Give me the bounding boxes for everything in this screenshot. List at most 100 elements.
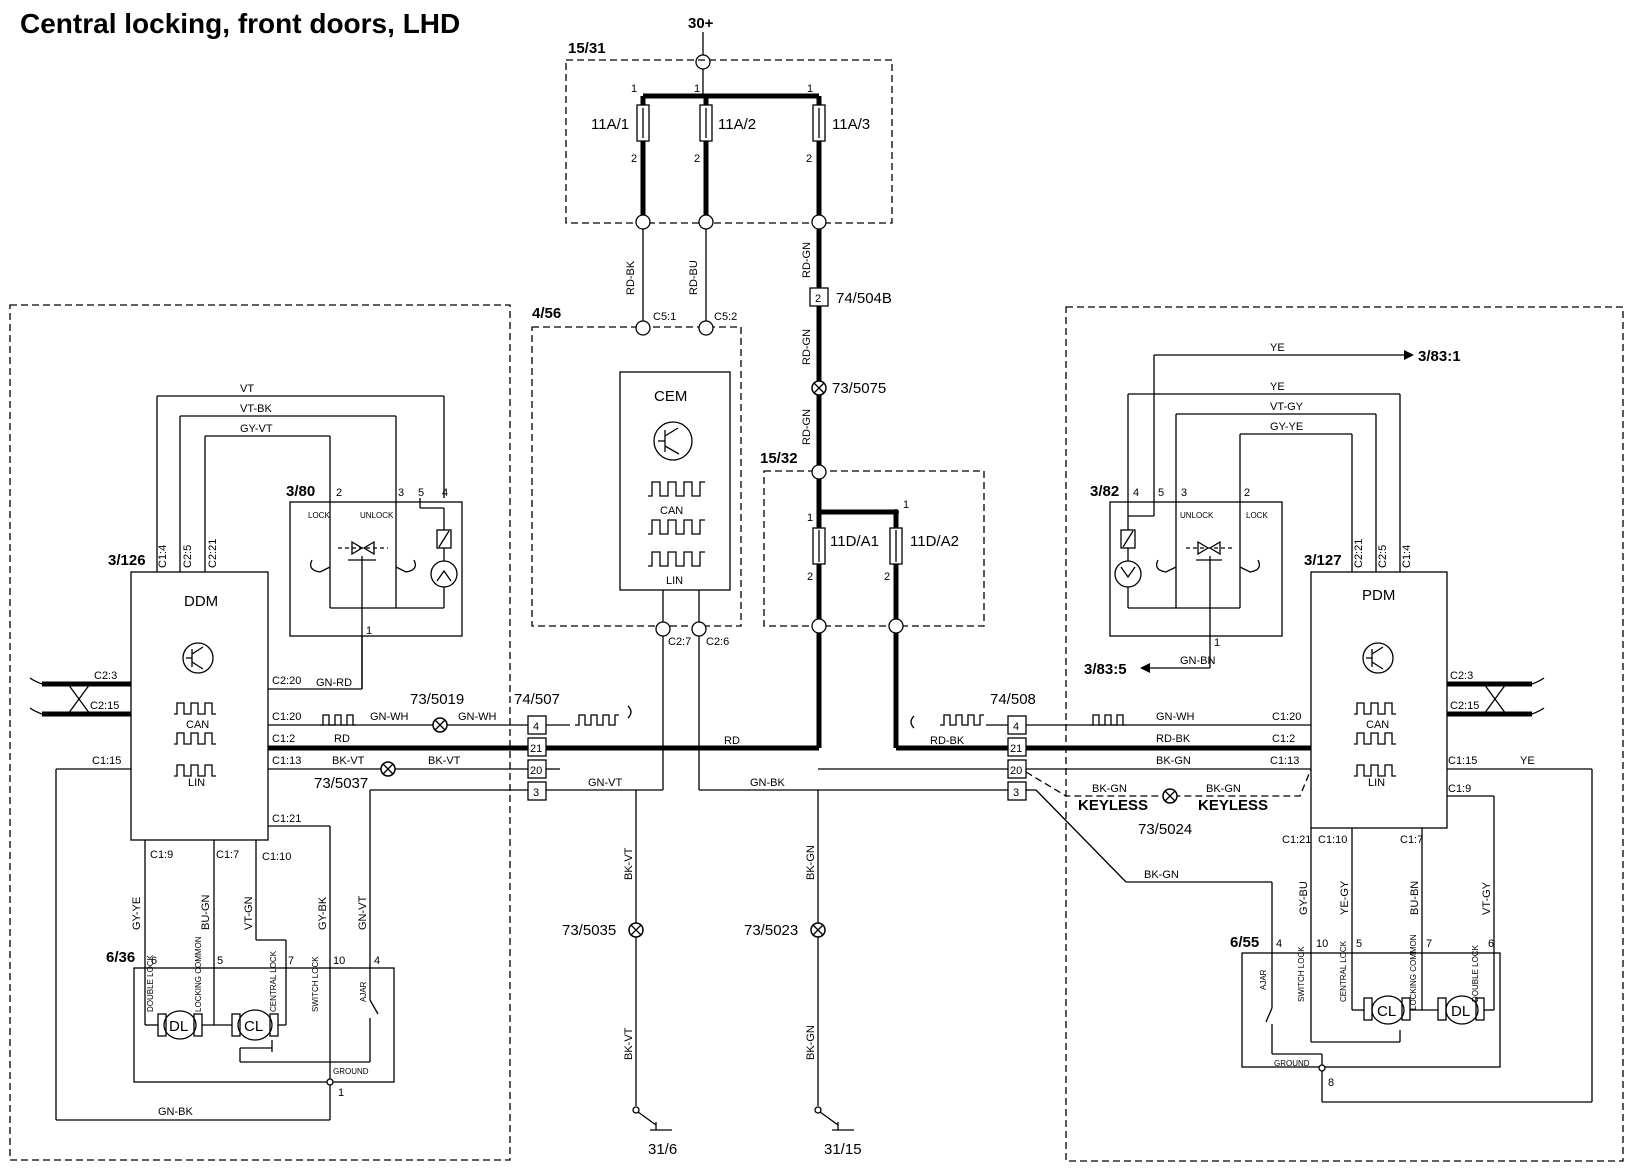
svg-text:2: 2 xyxy=(631,153,637,165)
svg-text:C2:5: C2:5 xyxy=(182,545,194,568)
svg-text:8: 8 xyxy=(1328,1077,1334,1089)
passenger-door-area xyxy=(1065,306,1624,1162)
svg-text:3: 3 xyxy=(1181,487,1187,499)
svg-text:CENTRAL LOCK: CENTRAL LOCK xyxy=(269,950,278,1012)
svg-text:YE-GY: YE-GY xyxy=(1339,880,1351,915)
svg-text:3: 3 xyxy=(533,787,539,799)
svg-text:C1:13: C1:13 xyxy=(272,755,301,767)
svg-text:20: 20 xyxy=(1010,765,1022,777)
svg-text:11D/A1: 11D/A1 xyxy=(830,533,879,550)
svg-text:4: 4 xyxy=(1276,938,1282,950)
svg-text:73/5037: 73/5037 xyxy=(314,775,368,792)
svg-text:AJAR: AJAR xyxy=(1259,969,1268,990)
svg-text:VT: VT xyxy=(240,383,254,395)
connector-74-507: 74/507 4 21 20 3 xyxy=(514,691,560,801)
pdm-name: PDM xyxy=(1362,587,1395,604)
splice-73-5023: 73/5023 xyxy=(744,922,826,939)
ddm-name: DDM xyxy=(184,593,218,610)
svg-text:BK-VT: BK-VT xyxy=(623,847,635,880)
svg-text:C5:2: C5:2 xyxy=(714,311,737,323)
svg-text:GY-VT: GY-VT xyxy=(240,423,273,435)
svg-text:2: 2 xyxy=(884,571,890,583)
svg-text:C2:3: C2:3 xyxy=(1450,670,1473,682)
svg-text:LOCKING COMMON: LOCKING COMMON xyxy=(194,936,203,1012)
supply-label: 30+ xyxy=(688,15,714,32)
cem-ref: 4/56 xyxy=(532,305,561,322)
svg-text:74/508: 74/508 xyxy=(990,691,1036,708)
door-lock-switch-left xyxy=(289,501,463,637)
svg-text:1: 1 xyxy=(694,83,700,95)
svg-text:1: 1 xyxy=(631,83,637,95)
cem-transistor-icon xyxy=(653,421,693,461)
svg-text:VT-GY: VT-GY xyxy=(1270,401,1304,413)
svg-text:LIN: LIN xyxy=(666,575,683,587)
fusebox-15-31 xyxy=(565,59,893,224)
pdm-lin-icon xyxy=(1354,764,1396,777)
svg-text:2: 2 xyxy=(806,153,812,165)
svg-text:GROUND: GROUND xyxy=(1274,1059,1310,1068)
lock-left-ref: 6/36 xyxy=(106,949,135,966)
svg-text:GN-WH: GN-WH xyxy=(1156,711,1195,723)
door-lock-left xyxy=(133,967,395,1083)
svg-text:RD: RD xyxy=(334,733,350,745)
ref-3-83-5: 3/83:5 xyxy=(1084,661,1127,678)
svg-text:BK-VT: BK-VT xyxy=(428,755,461,767)
svg-text:BK-GN: BK-GN xyxy=(1206,783,1241,795)
svg-text:LOCK: LOCK xyxy=(1246,511,1268,520)
svg-text:VT-GN: VT-GN xyxy=(243,896,255,930)
wire-label-rd-bk-cem: RD-BK xyxy=(625,260,637,295)
svg-text:21: 21 xyxy=(530,743,542,755)
svg-text:GN-BK: GN-BK xyxy=(750,777,786,789)
svg-text:GY-YE: GY-YE xyxy=(1270,421,1303,433)
svg-text:DOUBLE LOCK: DOUBLE LOCK xyxy=(1471,944,1480,1002)
door-lock-right xyxy=(1241,952,1501,1068)
svg-text:GN-VT: GN-VT xyxy=(588,777,623,789)
fuse-11a-3: 11A/3 1 2 xyxy=(806,83,870,222)
svg-text:GN-VT: GN-VT xyxy=(357,896,369,931)
svg-text:4: 4 xyxy=(1013,721,1019,733)
svg-text:4: 4 xyxy=(533,721,539,733)
svg-text:LIN: LIN xyxy=(1368,777,1385,789)
ground-31-15: 31/15 xyxy=(814,1106,862,1158)
pdm-can-icon xyxy=(1354,702,1396,715)
svg-text:C2:7: C2:7 xyxy=(668,636,691,648)
splice-73-5024: 73/5024 xyxy=(1138,788,1192,838)
svg-text:73/5035: 73/5035 xyxy=(562,922,616,939)
svg-text:RD-BK: RD-BK xyxy=(1156,733,1191,745)
lock-left-mechanism: DL CL GROUND xyxy=(144,965,379,1120)
svg-text:GY-BK: GY-BK xyxy=(317,896,329,930)
svg-text:31/15: 31/15 xyxy=(824,1141,862,1158)
svg-text:C1:20: C1:20 xyxy=(272,711,301,723)
cem-name: CEM xyxy=(654,388,687,405)
svg-text:1: 1 xyxy=(338,1087,344,1099)
svg-text:11A/1: 11A/1 xyxy=(591,116,629,133)
svg-text:C1:20: C1:20 xyxy=(1272,711,1301,723)
keyless-label-left: KEYLESS xyxy=(1078,797,1148,814)
svg-text:C1:7: C1:7 xyxy=(216,849,239,861)
ddm-ref: 3/126 xyxy=(108,552,146,569)
svg-text:C1:7: C1:7 xyxy=(1400,834,1423,846)
svg-text:RD-BK: RD-BK xyxy=(930,735,965,747)
svg-text:DL: DL xyxy=(169,1018,188,1035)
cem-module xyxy=(619,371,731,591)
svg-text:C2:21: C2:21 xyxy=(207,539,219,568)
svg-text:BK-GN: BK-GN xyxy=(1156,755,1191,767)
svg-text:BK-GN: BK-GN xyxy=(1144,869,1179,881)
diagram-title: Central locking, front doors, LHD xyxy=(20,8,460,39)
switch-right-ref: 3/82 xyxy=(1090,483,1119,500)
svg-text:LOCK: LOCK xyxy=(308,511,330,520)
svg-text:2: 2 xyxy=(807,571,813,583)
svg-text:C1:10: C1:10 xyxy=(262,851,291,863)
svg-text:CAN: CAN xyxy=(186,719,209,731)
ddm-module xyxy=(130,571,269,841)
svg-text:C2:15: C2:15 xyxy=(90,700,119,712)
svg-text:20: 20 xyxy=(530,765,542,777)
svg-text:RD-GN: RD-GN xyxy=(801,409,813,445)
svg-text:C1:2: C1:2 xyxy=(272,733,295,745)
svg-text:GN-BN: GN-BN xyxy=(1180,655,1216,667)
splice-73-5035: 73/5035 xyxy=(562,922,644,939)
svg-text:VT-BK: VT-BK xyxy=(240,403,272,415)
svg-text:73/5075: 73/5075 xyxy=(832,380,886,397)
svg-text:21: 21 xyxy=(1010,743,1022,755)
ref-3-83-1: 3/83:1 xyxy=(1418,348,1461,365)
